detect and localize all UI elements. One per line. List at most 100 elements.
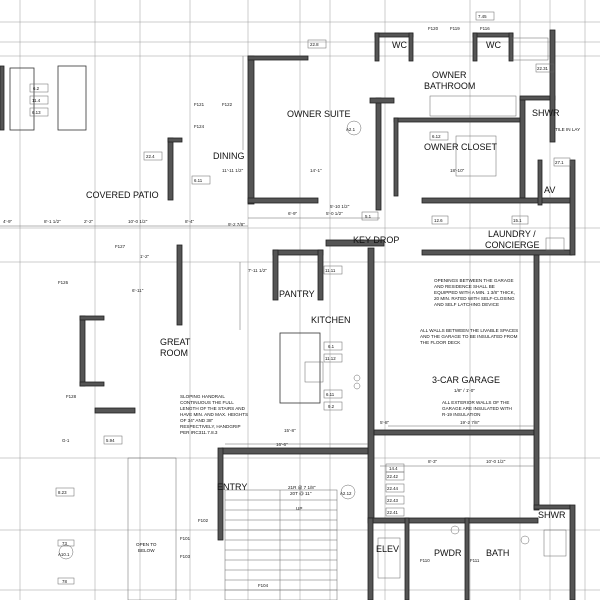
tag-callout: 6.11	[323, 389, 343, 399]
tag-callout: 11.11	[323, 265, 343, 275]
tag-callout: 5.94	[103, 435, 123, 445]
room-pantry: PANTRY	[279, 289, 315, 299]
door-tag: F124	[194, 124, 205, 129]
tag-callout: 22.42	[385, 471, 405, 481]
room-dining: DINING	[213, 151, 245, 161]
door-tag: F104	[258, 583, 269, 588]
note-garage-exterior-3: R-19 INSULATION	[442, 412, 480, 417]
dim-d5: 8'-4"	[185, 219, 195, 224]
tag-callout: 6.2	[29, 83, 49, 93]
tag-callout: 73	[57, 539, 75, 547]
door-tag: F119	[450, 26, 460, 31]
note-handrail-2: CONTINUOUS THE FULL	[180, 400, 234, 405]
note-handrail-1: SLOPING HANDRAIL	[180, 394, 225, 399]
note-handrail-7: PER IRC311.7.8.3	[180, 430, 218, 435]
dim-d21: 6'-11"	[132, 288, 144, 293]
tag-callout: 22.31	[535, 63, 555, 73]
svg-text:7.45: 7.45	[478, 14, 487, 19]
note-garage-exterior-2: GARAGE ARE INSULATED WITH	[442, 406, 512, 411]
door-tag: F103	[180, 554, 191, 559]
svg-text:15.1: 15.1	[513, 218, 522, 223]
svg-text:6.2: 6.2	[33, 86, 40, 91]
svg-text:6.11: 6.11	[194, 178, 203, 183]
room-owner-suite: OWNER SUITE	[287, 109, 351, 119]
tag-callout: 15.1	[511, 215, 529, 225]
room-key-drop: KEY DROP	[353, 235, 399, 245]
tag-callout: A2.1	[346, 120, 362, 136]
fixtures	[304, 37, 567, 579]
dim-d2: 8'-1 1/2"	[44, 219, 61, 224]
note-handrail-6: RESPECTIVELY, HANDGRIP	[180, 424, 241, 429]
note-up: UP	[296, 506, 302, 511]
door-tag: F128	[66, 394, 77, 399]
svg-text:6.1: 6.1	[328, 344, 335, 349]
door-tags: F121 F122 F124 F126 F127 F128 G-1 F104 F…	[58, 26, 490, 588]
room-shwr-bottom: SHWR	[538, 510, 566, 520]
stairs	[127, 457, 338, 600]
tag-callout: 6.1	[323, 341, 343, 351]
room-bath: BATH	[486, 548, 509, 558]
tag-callout: 27.1	[553, 157, 571, 167]
door-tag: F121	[194, 102, 205, 107]
dim-d6: 9'-2 7/8"	[228, 222, 245, 227]
svg-text:14.4: 14.4	[389, 466, 398, 471]
room-great-room-line1: GREAT	[160, 337, 191, 347]
room-kitchen: KITCHEN	[311, 315, 351, 325]
note-stair-2: 20T @ 11"	[290, 491, 312, 496]
dim-d15: 8'-3"	[428, 459, 438, 464]
svg-text:9.2: 9.2	[328, 404, 335, 409]
dim-d10: 14'-1"	[310, 168, 322, 173]
room-owner-closet: OWNER CLOSET	[424, 142, 498, 152]
room-owner-bathroom-line1: OWNER	[432, 70, 467, 80]
svg-text:22.41: 22.41	[387, 510, 399, 515]
svg-text:A2.12: A2.12	[340, 491, 352, 496]
note-open-below-2: BELOW	[138, 548, 155, 553]
room-laundry-line2: CONCIERGE	[485, 240, 540, 250]
dim-d3: 2'-2"	[84, 219, 94, 224]
note-tile: TILE IN LAY	[555, 127, 580, 132]
svg-text:22.43: 22.43	[387, 498, 399, 503]
dim-d17: 5'-10 1/2"	[330, 204, 350, 209]
dim-d18: 7'-11 1/2"	[248, 268, 267, 273]
door-tag: F122	[222, 102, 233, 107]
door-tag: F126	[58, 280, 69, 285]
room-great-room-line2: ROOM	[160, 348, 188, 358]
svg-text:22.44: 22.44	[387, 486, 399, 491]
tag-callout: 6.13	[29, 107, 49, 117]
note-garage-openings-3: EQUIPPED WITH A MIN. 1 3/8" THICK,	[434, 290, 515, 295]
dim-d7: 6'-9"	[288, 211, 298, 216]
svg-text:22.42: 22.42	[387, 474, 399, 479]
note-open-below-1: OPEN TO	[136, 542, 157, 547]
dimension-lines: 4'-9" 8'-1 1/2" 2'-2" 10'-0 1/2" 8'-4" 9…	[0, 56, 534, 467]
svg-text:22.31: 22.31	[537, 66, 549, 71]
note-garage-height: 1/8" / 1'-0"	[454, 388, 475, 393]
room-wc-a: WC	[392, 40, 407, 50]
door-tag: F102	[198, 518, 209, 523]
note-handrail-5: OF 34" AND 38"	[180, 418, 214, 423]
walls	[0, 29, 576, 600]
svg-text:11.11: 11.11	[325, 268, 336, 273]
dim-d1: 4'-9"	[3, 219, 13, 224]
svg-text:5.1: 5.1	[365, 214, 372, 219]
note-handrail-3: LENGTH OF THE STAIRS AND	[180, 406, 246, 411]
svg-text:6.12: 6.12	[432, 134, 441, 139]
door-tag: F101	[180, 536, 191, 541]
note-garage-openings-1: OPENINGS BETWEEN THE GARAGE	[434, 278, 514, 283]
note-handrail-4: HAVE MIN. AND MAX. HEIGHTS	[180, 412, 248, 417]
tag-callout: 6.12	[429, 131, 449, 141]
svg-text:22.8: 22.8	[310, 42, 319, 47]
svg-text:6.13: 6.13	[32, 110, 41, 115]
room-pwdr: PWDR	[434, 548, 462, 558]
note-garage-openings-2: AND RESIDENCE SHALL BE	[434, 284, 495, 289]
tag-callout: 14.4	[385, 463, 405, 473]
tag-callout: 9.2	[323, 401, 343, 411]
dim-d16: 10'-0 1/2"	[486, 459, 506, 464]
tag-callout: 5.1	[361, 211, 379, 221]
tag-callout: 22.4	[143, 151, 163, 161]
dim-d8: 5'-0 1/2"	[326, 211, 343, 216]
tag-callouts: 6.2 11.4 6.13 22.4 22.8 6.11 5.1 6.1 11.…	[29, 11, 571, 585]
note-stair-1: 21R @ 7 1/8"	[288, 485, 316, 490]
door-tag: F127	[115, 244, 126, 249]
svg-text:5.94: 5.94	[106, 438, 115, 443]
